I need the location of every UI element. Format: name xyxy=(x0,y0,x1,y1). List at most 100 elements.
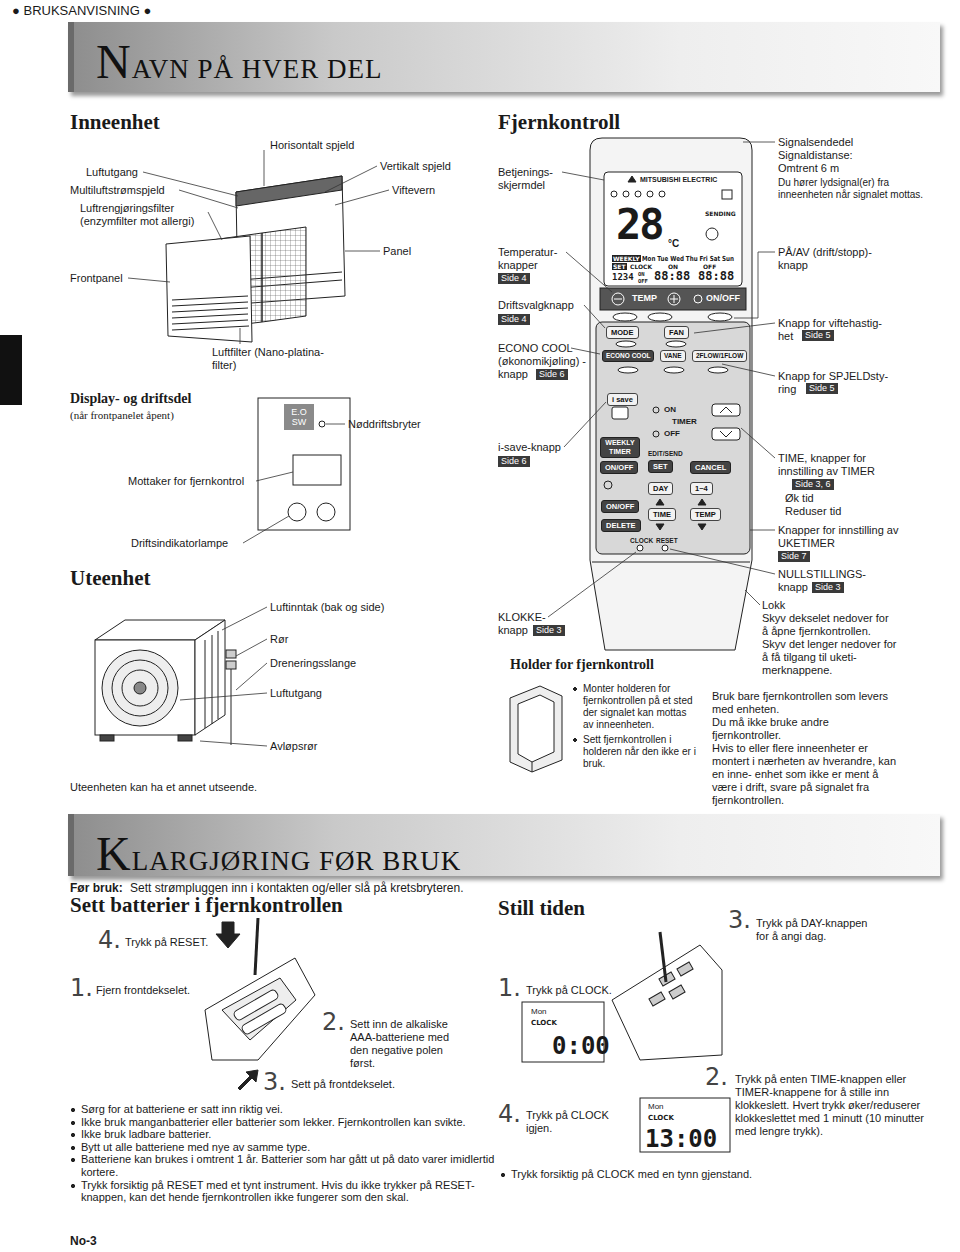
part-label: ● BRUKSANVISNING ● xyxy=(12,3,151,18)
part-label: Sett strømpluggen inn i kontakten og/ell… xyxy=(130,881,464,895)
part-label: Reduser tid xyxy=(785,505,841,518)
page-ref-badge: Side 4 xyxy=(498,273,530,284)
lcd-text: OFF xyxy=(638,278,648,284)
part-label: Omtrent 6 m xyxy=(778,162,839,175)
remote-button: TEMP xyxy=(690,508,721,521)
remote-button: WEEKLY TIMER xyxy=(600,437,640,458)
part-label: Trykk på DAY-knappen for å angi dag. xyxy=(756,917,876,943)
remote-button: ON/OFF xyxy=(600,461,638,474)
lcd-text: CLOCK xyxy=(648,1114,674,1122)
part-label: Betjenings- skjermdel xyxy=(498,166,570,192)
button-label: ON xyxy=(664,405,676,414)
button-label: RESET xyxy=(656,537,678,544)
section-band: NAVN PÅ HVER DEL xyxy=(68,22,940,92)
node-text: TEMP xyxy=(695,510,716,519)
section-band: KLARGJØRING FØR BRUK xyxy=(68,814,940,876)
part-label: TIME, knapper for innstilling av TIMER xyxy=(778,452,898,478)
remote-button: DELETE xyxy=(601,519,641,532)
lcd-text: OFF xyxy=(703,263,716,270)
button-label: OFF xyxy=(664,429,680,438)
part-label: Vertikalt spjeld xyxy=(380,160,451,173)
lcd-text: 28 xyxy=(616,203,663,247)
button-label: EDIT/SEND xyxy=(648,450,683,457)
part-label: i-save-knapp xyxy=(498,441,561,454)
step-number: 1. xyxy=(70,974,93,1002)
part-label: (når frontpanelet åpent) xyxy=(70,409,174,422)
lcd-text: 88:88 xyxy=(698,270,734,283)
node-text: Side 5 xyxy=(805,330,831,341)
section-heading: Still tiden xyxy=(498,896,585,920)
step-number: 4. xyxy=(98,926,121,954)
node-text: Side 6 xyxy=(539,369,565,380)
node-text: CANCEL xyxy=(695,463,726,472)
node-text: ECONO COOL xyxy=(606,352,650,360)
remote-button: ECONO COOL xyxy=(602,350,654,362)
section-heading: Uteenhet xyxy=(70,566,150,590)
part-label: Knapp for SPJELDsty- ring xyxy=(778,370,893,396)
node-text: Side 3, 6 xyxy=(795,479,831,490)
node-text: Side 4 xyxy=(501,314,527,325)
remote-button: SET xyxy=(648,460,673,473)
section-title: KLARGJØRING FØR BRUK xyxy=(96,830,461,878)
section-heading: Display- og driftsdel xyxy=(70,391,191,407)
part-label: Frontpanel xyxy=(70,272,123,285)
lcd-text: 0:00 xyxy=(552,1033,610,1059)
lcd-text: SET xyxy=(612,263,627,270)
part-label: Multiluftstrømspjeld xyxy=(70,184,165,197)
node-text: i save xyxy=(612,395,633,404)
part-label: Luftrengjøringsfilter (enzymfilter mot a… xyxy=(80,202,215,228)
part-label: Temperatur- knapper xyxy=(498,246,573,272)
bullet-note: Ikke bruk manganbatterier eller batterie… xyxy=(70,1116,506,1129)
step-number: 3. xyxy=(728,906,751,934)
remote-button: CANCEL xyxy=(690,461,731,474)
part-label: Dreneringsslange xyxy=(270,657,356,670)
node-text: VANE xyxy=(664,352,682,360)
remote-button: i save xyxy=(607,393,638,406)
lcd-text: SENDING xyxy=(705,210,736,217)
part-label: Trykk på enten TIME-knappen eller TIMER-… xyxy=(735,1073,940,1138)
node-text: DELETE xyxy=(606,521,636,530)
part-label: Trykk på RESET. xyxy=(125,936,208,949)
bullet-note: Ikke bruk ladbare batterier. xyxy=(70,1128,506,1141)
node-text: 2FLOW/1FLOW xyxy=(696,352,743,360)
part-label: Nøddriftsbryter xyxy=(348,418,421,431)
node-text: Side 6 xyxy=(501,456,527,467)
part-label: Horisontalt spjeld xyxy=(270,139,354,152)
bullet-note: Sett fjernkontrollen i holderen når den … xyxy=(572,734,698,770)
page-ref-badge: Side 6 xyxy=(536,369,568,380)
part-label: Driftsvalgknapp xyxy=(498,299,574,312)
part-label: Rør xyxy=(270,633,288,646)
part-label: Før bruk: xyxy=(70,881,123,895)
remote-button: TIME xyxy=(648,508,676,521)
page-ref-badge: Side 5 xyxy=(802,330,834,341)
part-label: Fjern frontdekselet. xyxy=(96,984,190,997)
node-text: WEEKLY TIMER xyxy=(603,439,637,456)
part-label: Luftutgang xyxy=(86,166,138,179)
lcd-text: Mon xyxy=(648,1102,664,1111)
bullet-note: Batteriene kan brukes i omtrent 1 år. Ba… xyxy=(70,1153,506,1178)
node-text: ON/OFF xyxy=(605,463,633,472)
node-text: FAN xyxy=(669,328,684,337)
node-text: TIME xyxy=(653,510,671,519)
node-text: 1~4 xyxy=(695,484,708,493)
bullet-note: Trykk forsiktig på CLOCK med en tynn gje… xyxy=(500,1168,811,1181)
lcd-text: MITSUBISHI ELECTRIC xyxy=(640,176,717,184)
section-heading: Holder for fjernkontroll xyxy=(510,657,654,673)
bullet-note: Monter holderen for fjernkontrollen på e… xyxy=(572,683,698,731)
part-label: Signaldistanse: xyxy=(778,149,853,162)
button-label: TIMER xyxy=(672,417,697,426)
page-ref-badge: Side 3 xyxy=(533,625,565,636)
button-label: TEMP xyxy=(632,293,657,303)
part-label: Lokk xyxy=(762,599,785,612)
page-ref-badge: Side 6 xyxy=(498,456,530,467)
page-ref-badge: Side 4 xyxy=(498,314,530,325)
bullet-note: Sørg for at batteriene er satt inn rikti… xyxy=(70,1103,506,1116)
step-number: 4. xyxy=(498,1100,521,1128)
remote-button: FAN xyxy=(664,326,689,339)
part-label: Luftfilter (Nano-platina-filter) xyxy=(212,346,337,372)
part-label: Viftevern xyxy=(392,184,435,197)
section-heading: Fjernkontroll xyxy=(498,110,620,134)
part-label: Signalsendedel xyxy=(778,136,853,149)
button-label: CLOCK xyxy=(630,537,653,544)
section-heading: Sett batterier i fjernkontrollen xyxy=(70,893,343,917)
